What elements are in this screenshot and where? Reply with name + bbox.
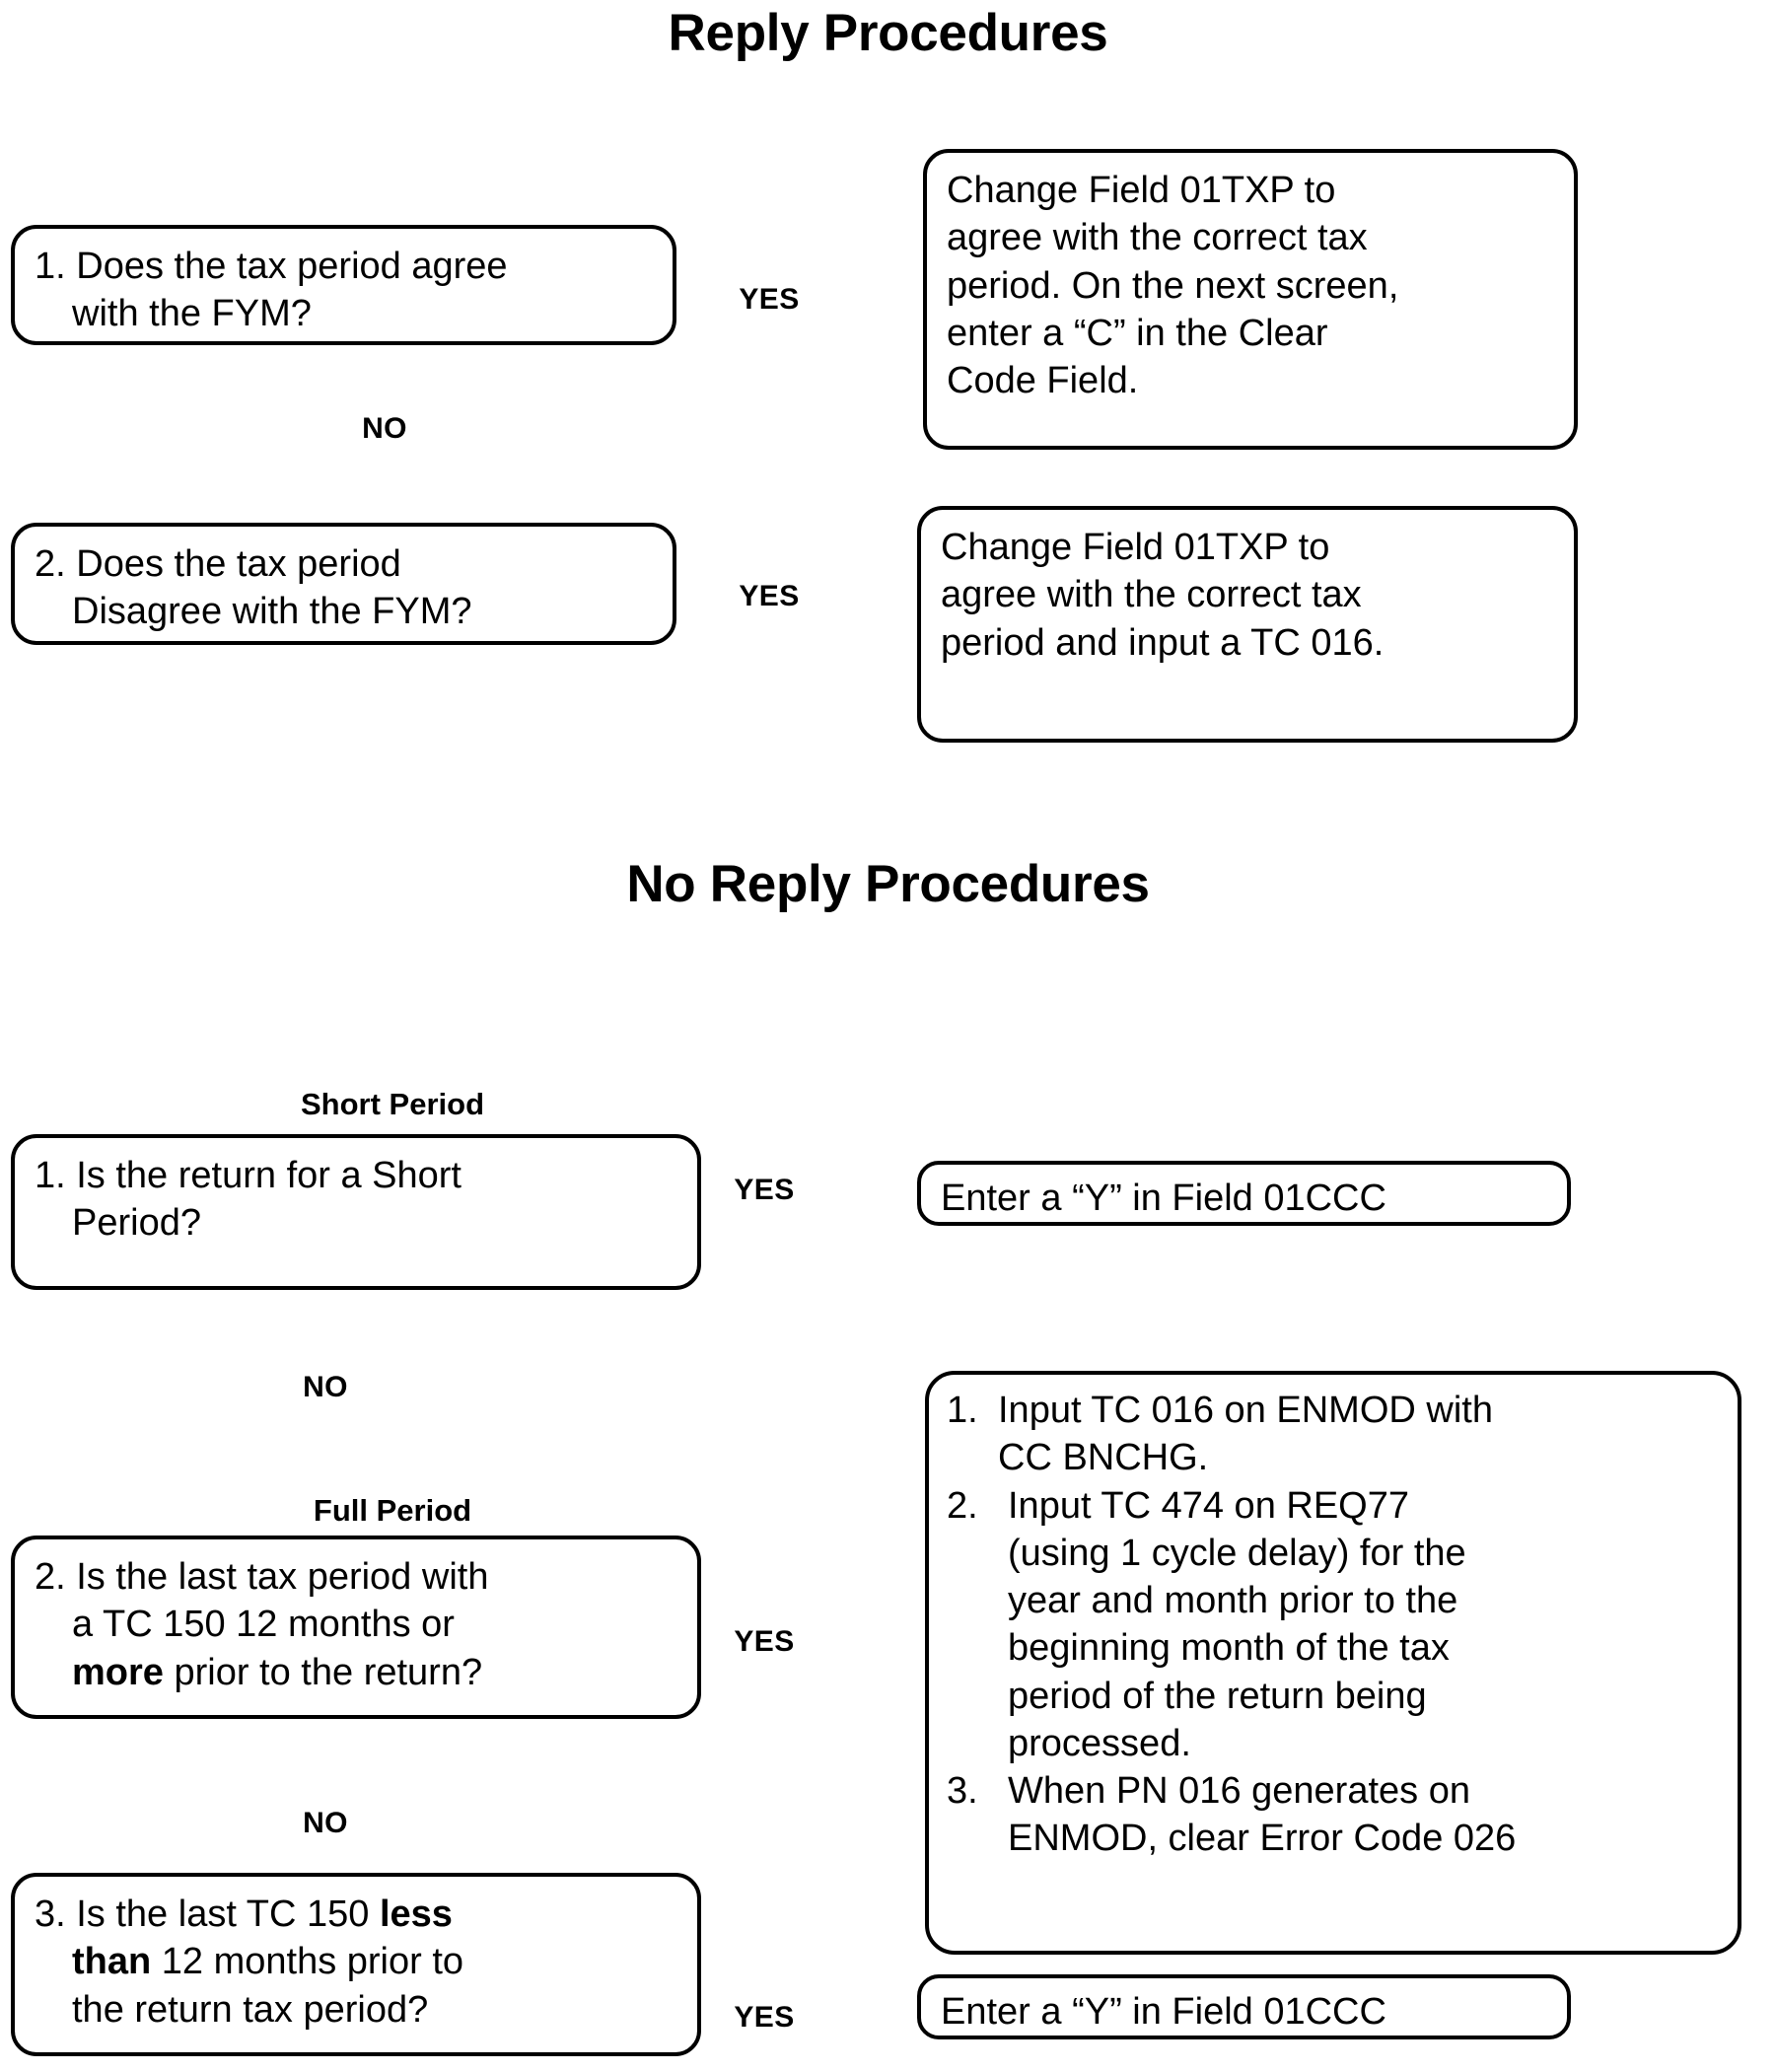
answer-list-item: 2. Input TC 474 on REQ77 (using 1 cycle … bbox=[947, 1482, 1724, 1768]
question-line: the return tax period? bbox=[72, 1988, 429, 2031]
answer-line: processed. bbox=[1008, 1722, 1191, 1764]
answer-list-body: When PN 016 generates on ENMOD, clear Er… bbox=[1008, 1767, 1724, 1863]
answer-line: agree with the correct tax bbox=[947, 217, 1368, 259]
answer-list-body: Input TC 016 on ENMOD with CC BNCHG. bbox=[998, 1387, 1724, 1482]
question-line: 2. Does the tax period bbox=[35, 543, 401, 585]
answer-box-reply-1: Change Field 01TXP to agree with the cor… bbox=[923, 149, 1578, 450]
branch-label-no-reply-1: NO bbox=[362, 412, 407, 445]
question-line: with the FYM? bbox=[72, 293, 312, 335]
question-line: 2. Is the last tax period with bbox=[35, 1556, 489, 1598]
answer-line: When PN 016 generates on bbox=[1008, 1770, 1470, 1812]
question-box-noreply-3: 3. Is the last TC 150 less than 12 month… bbox=[11, 1873, 701, 2056]
answer-list-number: 3. bbox=[947, 1770, 978, 1812]
answer-line: Enter a “Y” in Field 01CCC bbox=[941, 1178, 1386, 1219]
question-line: a TC 150 12 months or bbox=[72, 1604, 455, 1646]
answer-line: agree with the correct tax bbox=[941, 574, 1362, 616]
branch-label-no-noreply-1: NO bbox=[303, 1371, 348, 1403]
answer-line: (using 1 cycle delay) for the bbox=[1008, 1532, 1466, 1574]
branch-label-yes-noreply-3: YES bbox=[734, 2001, 795, 2034]
question-line: Period? bbox=[72, 1202, 201, 1245]
answer-list-item: 3. When PN 016 generates on ENMOD, clear… bbox=[947, 1767, 1724, 1863]
branch-label-yes-noreply-2: YES bbox=[734, 1625, 795, 1658]
answer-list-number: 1. bbox=[947, 1390, 978, 1431]
question-box-noreply-2: 2. Is the last tax period with a TC 150 … bbox=[11, 1536, 701, 1719]
answer-line: enter a “C” in the Clear bbox=[947, 312, 1328, 354]
question-box-reply-2: 2. Does the tax period Disagree with the… bbox=[11, 523, 676, 645]
branch-label-no-noreply-2: NO bbox=[303, 1807, 348, 1839]
question-box-reply-1: 1. Does the tax period agree with the FY… bbox=[11, 225, 676, 345]
answer-line: Change Field 01TXP to bbox=[941, 527, 1330, 568]
question-line: 1. Does the tax period agree bbox=[35, 246, 508, 287]
page-title-no-reply-procedures: No Reply Procedures bbox=[626, 855, 1150, 913]
branch-label-yes-noreply-1: YES bbox=[734, 1174, 795, 1206]
branch-label-yes-reply-2: YES bbox=[739, 580, 800, 612]
answer-line: Input TC 016 on ENMOD with bbox=[998, 1390, 1493, 1431]
answer-list-body: Input TC 474 on REQ77 (using 1 cycle del… bbox=[1008, 1482, 1724, 1768]
answer-line: CC BNCHG. bbox=[998, 1437, 1209, 1479]
answer-line: year and month prior to the bbox=[1008, 1580, 1458, 1621]
answer-line: Change Field 01TXP to bbox=[947, 170, 1336, 211]
question-box-noreply-1: 1. Is the return for a Short Period? bbox=[11, 1134, 701, 1290]
answer-box-reply-2: Change Field 01TXP to agree with the cor… bbox=[917, 506, 1578, 743]
question-line: Disagree with the FYM? bbox=[72, 591, 472, 633]
page-title-reply-procedures: Reply Procedures bbox=[668, 4, 1108, 62]
answer-list-item: 1. Input TC 016 on ENMOD with CC BNCHG. bbox=[947, 1387, 1724, 1482]
section-caption-short-period: Short Period bbox=[300, 1087, 484, 1121]
answer-list-number: 2. bbox=[947, 1484, 978, 1527]
question-line: than 12 months prior to bbox=[72, 1941, 464, 1983]
answer-box-noreply-2: 1. Input TC 016 on ENMOD with CC BNCHG. … bbox=[925, 1371, 1741, 1955]
answer-line: Input TC 474 on REQ77 bbox=[1008, 1484, 1409, 1527]
question-line: 3. Is the last TC 150 less bbox=[35, 1893, 453, 1935]
branch-label-yes-reply-1: YES bbox=[739, 283, 800, 316]
answer-line: ENMOD, clear Error Code 026 bbox=[1008, 1818, 1517, 1860]
answer-line: period and input a TC 016. bbox=[941, 621, 1385, 664]
answer-line: Code Field. bbox=[947, 360, 1139, 401]
answer-line: beginning month of the tax bbox=[1008, 1627, 1450, 1670]
question-line: 1. Is the return for a Short bbox=[35, 1155, 462, 1196]
answer-line: period of the return being bbox=[1008, 1675, 1427, 1717]
answer-line: period. On the next screen, bbox=[947, 264, 1399, 307]
question-line: more prior to the return? bbox=[72, 1651, 483, 1693]
answer-box-noreply-1: Enter a “Y” in Field 01CCC bbox=[917, 1161, 1571, 1226]
answer-line: Enter a “Y” in Field 01CCC bbox=[941, 1991, 1386, 2033]
section-caption-full-period: Full Period bbox=[313, 1493, 472, 1528]
answer-box-noreply-3: Enter a “Y” in Field 01CCC bbox=[917, 1974, 1571, 2039]
